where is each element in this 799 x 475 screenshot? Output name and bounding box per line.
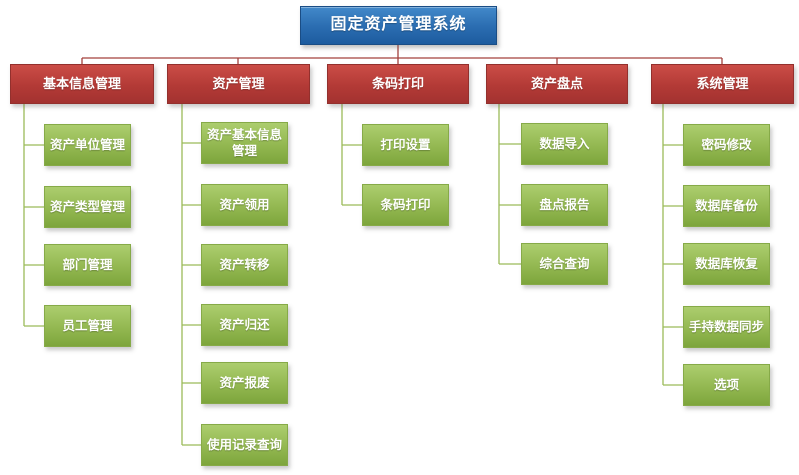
leaf-database-backup: 数据库备份 xyxy=(683,185,770,227)
leaf-print-settings: 打印设置 xyxy=(362,124,449,166)
leaf-asset-type-management: 资产类型管理 xyxy=(44,186,131,228)
leaf-asset-return: 资产归还 xyxy=(201,304,288,346)
branch-asset-inventory: 资产盘点 xyxy=(486,64,628,104)
leaf-employee-management: 员工管理 xyxy=(44,305,131,347)
root-node-system-title: 固定资产管理系统 xyxy=(300,6,497,45)
branch1-leaf-connector xyxy=(181,104,201,446)
leaf-asset-transfer: 资产转移 xyxy=(201,244,288,286)
branch-barcode-print: 条码打印 xyxy=(327,64,469,104)
leaf-asset-unit-management: 资产单位管理 xyxy=(44,124,131,166)
branch0-leaf-connector xyxy=(23,104,44,327)
root-branch-connector xyxy=(81,45,723,64)
leaf-asset-requisition: 资产领用 xyxy=(201,184,288,226)
leaf-barcode-print: 条码打印 xyxy=(362,184,449,226)
branch4-leaf-connector xyxy=(662,104,683,386)
leaf-password-change: 密码修改 xyxy=(683,124,770,166)
leaf-handheld-data-sync: 手持数据同步 xyxy=(683,306,770,348)
leaf-database-restore: 数据库恢复 xyxy=(683,243,770,285)
branch3-leaf-connector xyxy=(498,104,521,265)
leaf-comprehensive-query: 综合查询 xyxy=(521,243,608,285)
leaf-inventory-report: 盘点报告 xyxy=(521,184,608,226)
branch-asset-management: 资产管理 xyxy=(167,64,310,104)
branch-basic-info-management: 基本信息管理 xyxy=(10,64,154,104)
leaf-asset-scrap: 资产报废 xyxy=(201,362,288,404)
leaf-data-import: 数据导入 xyxy=(521,123,608,165)
leaf-options: 选项 xyxy=(683,364,770,406)
leaf-usage-record-query: 使用记录查询 xyxy=(201,424,288,466)
branch-system-management: 系统管理 xyxy=(651,64,794,104)
leaf-department-management: 部门管理 xyxy=(44,244,131,286)
leaf-asset-basic-info-management: 资产基本信息管理 xyxy=(201,122,288,164)
branch2-leaf-connector xyxy=(341,104,362,206)
